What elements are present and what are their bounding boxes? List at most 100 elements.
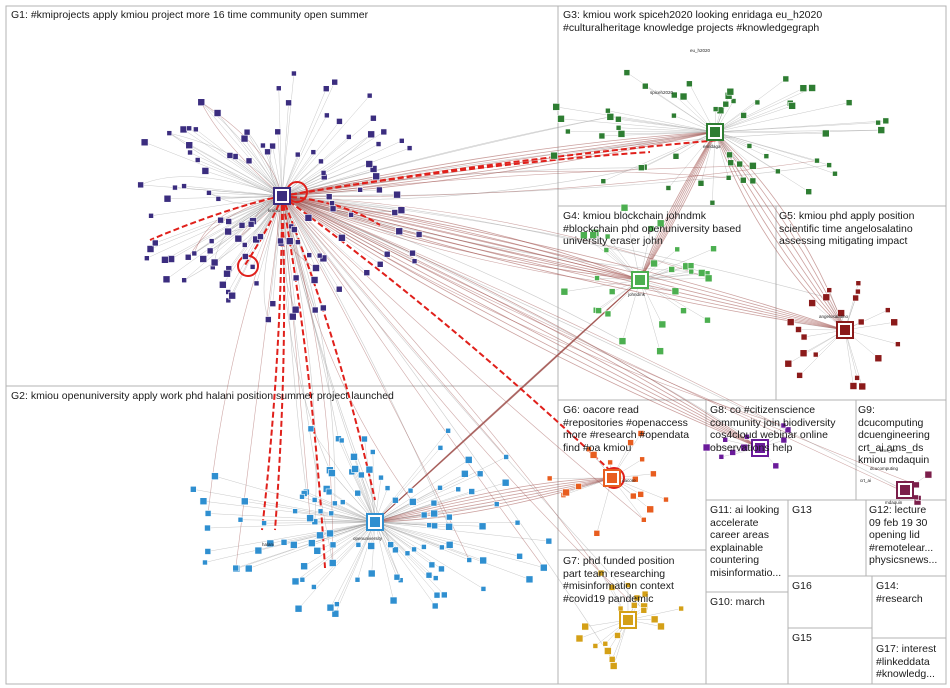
edge xyxy=(295,521,376,582)
graph-node xyxy=(224,227,232,236)
graph-node xyxy=(151,239,159,247)
edge xyxy=(374,521,450,546)
graph-node xyxy=(406,145,413,151)
edge xyxy=(374,521,470,561)
graph-node xyxy=(468,488,476,495)
graph-node xyxy=(365,160,374,168)
edge xyxy=(214,475,376,523)
graph-node xyxy=(348,212,354,218)
graph-node xyxy=(580,231,588,240)
graph-node xyxy=(546,475,553,482)
edge-highlight xyxy=(274,195,286,531)
graph-node xyxy=(784,359,793,368)
graph-node xyxy=(466,557,473,563)
edge xyxy=(306,491,376,523)
graph-node xyxy=(637,491,645,498)
edge xyxy=(281,195,414,503)
graph-node xyxy=(795,326,802,333)
edge xyxy=(208,513,376,523)
hub-node-inner-g3 xyxy=(710,127,720,137)
graph-node xyxy=(320,304,327,312)
edge xyxy=(189,128,283,197)
edge xyxy=(246,132,283,197)
graph-node xyxy=(275,85,282,92)
graph-node xyxy=(642,82,649,90)
graph-node xyxy=(350,453,358,461)
graph-node xyxy=(672,153,680,160)
edge xyxy=(277,131,283,197)
graph-node xyxy=(244,564,253,573)
graph-node xyxy=(292,508,298,514)
edge xyxy=(338,438,376,523)
graph-node xyxy=(391,209,399,216)
graph-node xyxy=(478,522,487,531)
node-label: oacore xyxy=(622,478,636,483)
graph-node-labels: kmiouopenuniversityhalanienridagajohndmk… xyxy=(262,48,903,547)
graph-node xyxy=(780,436,788,444)
graph-node xyxy=(592,643,599,649)
graph-node xyxy=(627,439,634,446)
hub-node-inner-g2 xyxy=(370,517,380,527)
graph-node xyxy=(913,494,919,501)
graph-node xyxy=(241,242,248,248)
graph-node xyxy=(223,269,231,278)
graph-node xyxy=(740,112,747,119)
graph-node xyxy=(754,99,761,106)
edge xyxy=(714,131,826,134)
edge xyxy=(272,195,283,304)
edge xyxy=(281,102,289,197)
edge xyxy=(714,78,786,133)
edge-brown xyxy=(639,131,716,281)
edge xyxy=(189,152,283,197)
edge xyxy=(184,185,283,197)
graph-node xyxy=(243,128,251,136)
node-label: kmiou xyxy=(268,208,281,213)
node-label: crt_ai xyxy=(860,478,871,483)
graph-node xyxy=(604,647,612,655)
edge-brown xyxy=(639,131,716,281)
edge xyxy=(603,131,716,182)
graph-node xyxy=(808,299,816,307)
edge xyxy=(166,195,283,280)
edge xyxy=(714,87,804,133)
graph-node xyxy=(331,78,339,86)
edge xyxy=(281,194,398,197)
graph-node xyxy=(240,497,249,506)
edge-brown xyxy=(281,131,716,197)
edge-brown xyxy=(374,477,613,523)
graph-node xyxy=(550,151,558,160)
edge xyxy=(714,102,791,133)
graph-node xyxy=(288,312,297,321)
graph-node xyxy=(389,596,398,605)
edge xyxy=(151,195,283,217)
graph-node xyxy=(615,115,622,123)
graph-node xyxy=(503,454,509,460)
graph-node xyxy=(603,247,610,253)
node-label: mdaquin xyxy=(885,500,903,505)
graph-node xyxy=(562,488,570,497)
graph-node xyxy=(455,486,462,493)
edge xyxy=(335,521,376,614)
edge xyxy=(183,129,283,197)
graph-node xyxy=(384,485,391,491)
edge xyxy=(281,195,367,273)
graph-node xyxy=(370,449,376,455)
edge xyxy=(374,473,481,523)
graph-node xyxy=(306,514,314,522)
node-label: johndmk xyxy=(627,292,646,297)
edge xyxy=(244,501,376,523)
edge xyxy=(281,143,379,197)
edge xyxy=(201,101,283,197)
graph-node xyxy=(317,508,324,515)
edge xyxy=(330,521,376,608)
graph-node xyxy=(604,310,612,318)
graph-node xyxy=(464,456,473,464)
graph-node xyxy=(623,69,631,76)
graph-node xyxy=(697,179,705,187)
graph-node xyxy=(650,259,658,268)
edge-brown xyxy=(281,195,846,331)
graph-node xyxy=(480,586,487,592)
graph-node xyxy=(186,125,192,132)
graph-node xyxy=(294,151,301,158)
graph-node xyxy=(479,556,487,565)
